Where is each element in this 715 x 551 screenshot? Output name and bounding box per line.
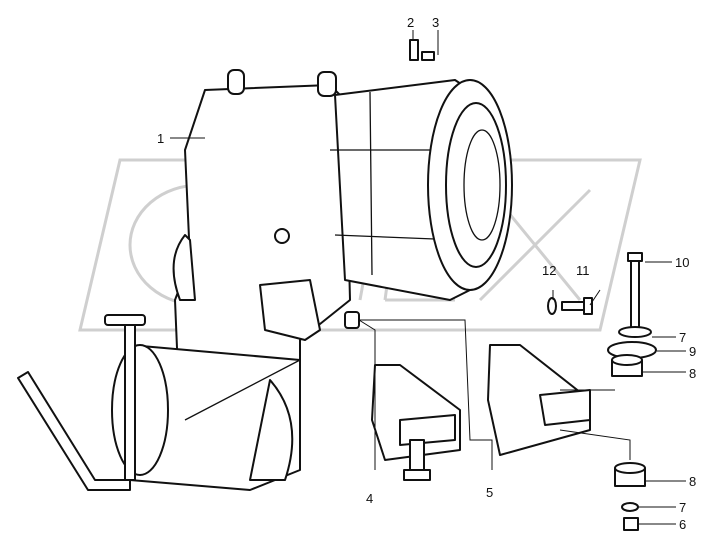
callout-10: 10 bbox=[675, 255, 689, 270]
bolt-2-3 bbox=[409, 39, 435, 61]
bolt-10-assembly bbox=[607, 252, 657, 377]
callout-7-upper: 7 bbox=[679, 330, 686, 345]
callout-12: 12 bbox=[542, 263, 556, 278]
callout-3: 3 bbox=[432, 15, 439, 30]
gearbox-lower bbox=[17, 314, 301, 491]
callout-8-lower: 8 bbox=[689, 474, 696, 489]
callout-9: 9 bbox=[689, 344, 696, 359]
callout-1: 1 bbox=[157, 131, 164, 146]
callout-2: 2 bbox=[407, 15, 414, 30]
bolt-11-washer-12 bbox=[547, 297, 593, 315]
callout-7-lower: 7 bbox=[679, 500, 686, 515]
callout-8-upper: 8 bbox=[689, 366, 696, 381]
mounting-bracket-left bbox=[371, 364, 461, 481]
callout-6: 6 bbox=[679, 517, 686, 532]
callout-11: 11 bbox=[576, 263, 590, 278]
mounting-bracket-right bbox=[487, 344, 591, 456]
callout-5: 5 bbox=[486, 485, 493, 500]
callout-4: 4 bbox=[366, 491, 373, 506]
lower-mount-stack bbox=[614, 462, 646, 531]
leader-lines bbox=[170, 30, 686, 525]
transmission-housing bbox=[172, 69, 513, 421]
